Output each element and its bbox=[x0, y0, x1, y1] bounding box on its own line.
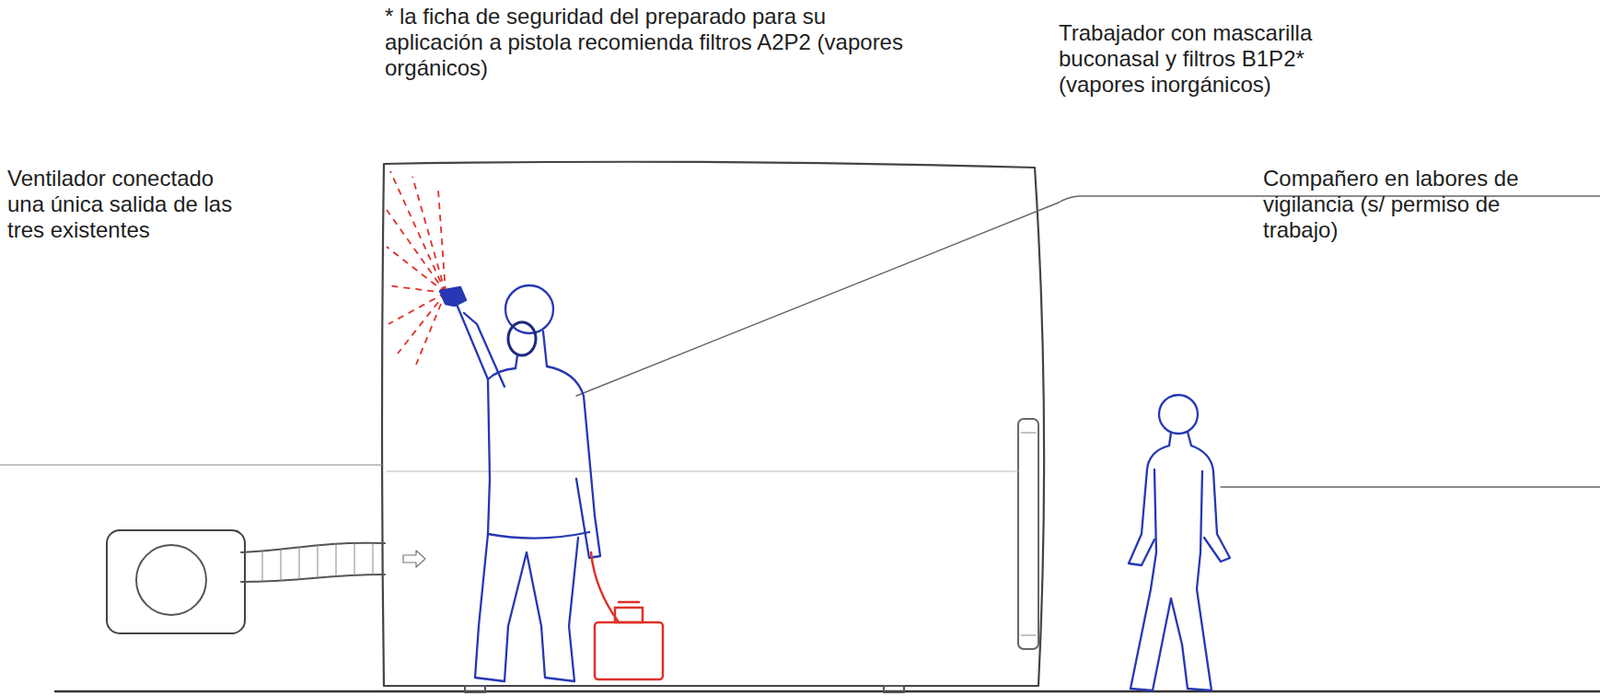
duct bbox=[241, 543, 385, 582]
fan-rotor bbox=[136, 544, 207, 615]
leader-line bbox=[1220, 486, 1600, 487]
annotation-note: Trabajador con mascarilla buconasal y fi… bbox=[1058, 20, 1363, 98]
companion-figure bbox=[1128, 394, 1230, 691]
annotation-note: * la ficha de seguridad del preparado pa… bbox=[384, 3, 919, 82]
spray-cone bbox=[386, 171, 446, 365]
tank-outline bbox=[382, 162, 1044, 686]
flow-arrow bbox=[403, 550, 426, 568]
duct-ribs bbox=[262, 543, 373, 582]
annotation-note: Compañero en labores de vigilancia (s/ p… bbox=[1263, 165, 1577, 244]
ground-line bbox=[55, 690, 1600, 694]
reference-line bbox=[386, 471, 1019, 473]
leader-line bbox=[576, 196, 1600, 396]
manhole bbox=[1018, 418, 1039, 650]
annotation-note: Ventilador conectado una única salida de… bbox=[7, 165, 238, 244]
tank-foot bbox=[464, 685, 486, 693]
manhole-detail bbox=[1020, 432, 1036, 636]
worker-figure bbox=[440, 285, 601, 682]
reference-line bbox=[0, 463, 383, 465]
fan-box bbox=[106, 530, 245, 634]
tank-foot bbox=[883, 685, 905, 693]
paint-pot bbox=[591, 552, 663, 680]
